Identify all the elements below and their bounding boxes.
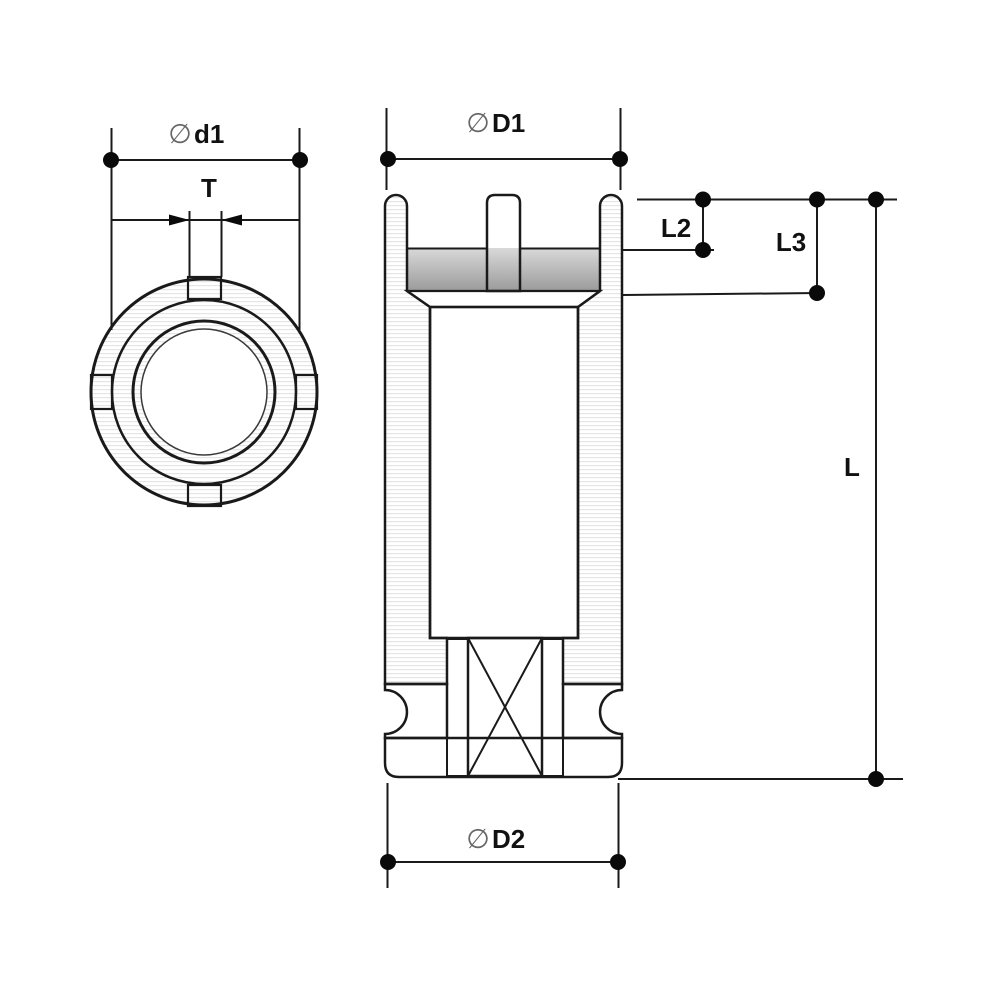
L-dot-bottom <box>868 771 884 787</box>
D2-dot-right <box>610 854 626 870</box>
ring-notch-left <box>89 373 114 411</box>
d1-label: d1 <box>194 119 224 149</box>
front-view <box>89 275 319 508</box>
socket-center-tooth <box>485 193 522 293</box>
t-label: T <box>201 173 217 203</box>
drive-groove-left <box>383 682 449 740</box>
D2-label: D2 <box>492 824 525 854</box>
D1-dot-right <box>612 151 628 167</box>
L2-label: L2 <box>661 213 691 243</box>
L3-dot-top <box>809 191 825 208</box>
socket-inner-cavity <box>428 305 580 640</box>
L3-dot-bottom <box>809 285 825 301</box>
d1-dot-right <box>292 152 308 168</box>
L2-dot-bottom <box>695 242 711 258</box>
drive-wall-strip-right <box>541 638 564 777</box>
ring-notch-bottom <box>186 483 223 508</box>
D1-diameter-symbol: ∅ <box>466 108 490 138</box>
L2-dot-top <box>695 191 711 208</box>
socket-recess <box>407 248 600 291</box>
D2-dot-left <box>380 854 396 870</box>
square-drive-hole <box>466 636 544 778</box>
D1-label: D1 <box>492 108 525 138</box>
ring-notch-right <box>294 373 319 411</box>
L3-label: L3 <box>776 227 806 257</box>
drive-wall-strip-left <box>446 638 469 777</box>
t-arrow-left <box>169 214 190 226</box>
D2-diameter-symbol: ∅ <box>466 824 490 854</box>
ring-notch-top <box>186 275 223 301</box>
square-drive-diagonal-2 <box>467 637 543 777</box>
drive-groove-right <box>561 682 624 740</box>
side-view <box>383 193 624 779</box>
socket-chamfer <box>403 289 604 309</box>
L3-extension-line <box>621 292 819 296</box>
D1-dot-left <box>380 151 396 167</box>
d1-dot-left <box>103 152 119 168</box>
drive-flange <box>383 736 624 779</box>
side-view-dimensions: ∅ D1 L2 L3 L ∅ D2 <box>380 108 903 888</box>
t-arrow-right <box>221 214 242 226</box>
d1-diameter-symbol: ∅ <box>168 119 192 149</box>
front-view-dimensions: ∅ d1 T <box>103 119 308 330</box>
ring-bore <box>140 328 268 456</box>
L-dot-top <box>868 191 884 208</box>
L-label: L <box>844 452 860 482</box>
ring-inner-rim <box>131 319 277 465</box>
